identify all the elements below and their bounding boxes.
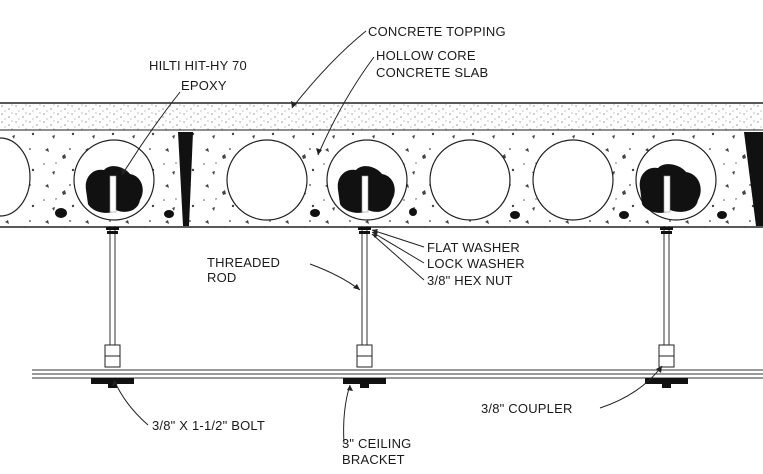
ceiling-grid: [32, 369, 763, 379]
label-hollow-core-line2: CONCRETE SLAB: [376, 65, 488, 80]
core-4: [429, 139, 511, 221]
washers-and-nuts: [106, 227, 673, 234]
leader-epoxy: [121, 91, 181, 176]
label-lock-washer: LOCK WASHER: [427, 256, 525, 271]
label-concrete-topping: CONCRETE TOPPING: [368, 24, 506, 39]
hollow-core-slab: [0, 129, 763, 228]
core-2: [226, 139, 308, 221]
leader-bolt: [113, 379, 149, 426]
leader-hex-nut: [371, 233, 425, 281]
threaded-rods: [109, 226, 670, 345]
threaded-rod-3: [663, 226, 670, 345]
leader-concrete-topping: [291, 30, 367, 109]
label-hollow-core-line1: HOLLOW CORE: [376, 48, 476, 63]
label-ceiling-bracket-line1: 3" CEILING: [342, 436, 411, 451]
leader-arrowheads: [112, 101, 662, 391]
label-bolt: 3/8" X 1-1/2" BOLT: [152, 418, 265, 433]
label-epoxy-line1: HILTI HIT-HY 70: [149, 58, 247, 73]
aggregate-blobs: [55, 208, 727, 219]
ceiling-bracket-3: [645, 378, 688, 384]
label-threaded-rod-line2: ROD: [207, 270, 237, 285]
couplers: [104, 344, 675, 368]
ceiling-bracket-2: [343, 378, 386, 384]
leader-coupler: [599, 365, 663, 409]
leader-flat-washer: [371, 229, 425, 248]
core-0: [0, 137, 31, 217]
threaded-rod-2: [361, 226, 368, 345]
leader-lock-washer: [371, 231, 425, 264]
ceiling-bracket-1: [91, 378, 134, 384]
keyway-right: [744, 132, 763, 226]
label-ceiling-bracket-line2: BRACKET: [342, 452, 405, 467]
label-epoxy-line2: EPOXY: [181, 78, 227, 93]
label-flat-washer: FLAT WASHER: [427, 240, 520, 255]
concrete-topping: [0, 102, 763, 130]
leader-threaded-rod: [309, 263, 361, 291]
ceiling-brackets: [91, 378, 688, 388]
label-threaded-rod-line1: THREADED: [207, 255, 280, 270]
core-5: [532, 139, 614, 221]
keyway-left: [178, 132, 193, 226]
label-coupler: 3/8" COUPLER: [481, 401, 573, 416]
label-hex-nut: 3/8" HEX NUT: [427, 273, 513, 288]
leader-hollow-core: [317, 56, 375, 156]
threaded-rod-1: [109, 226, 116, 345]
